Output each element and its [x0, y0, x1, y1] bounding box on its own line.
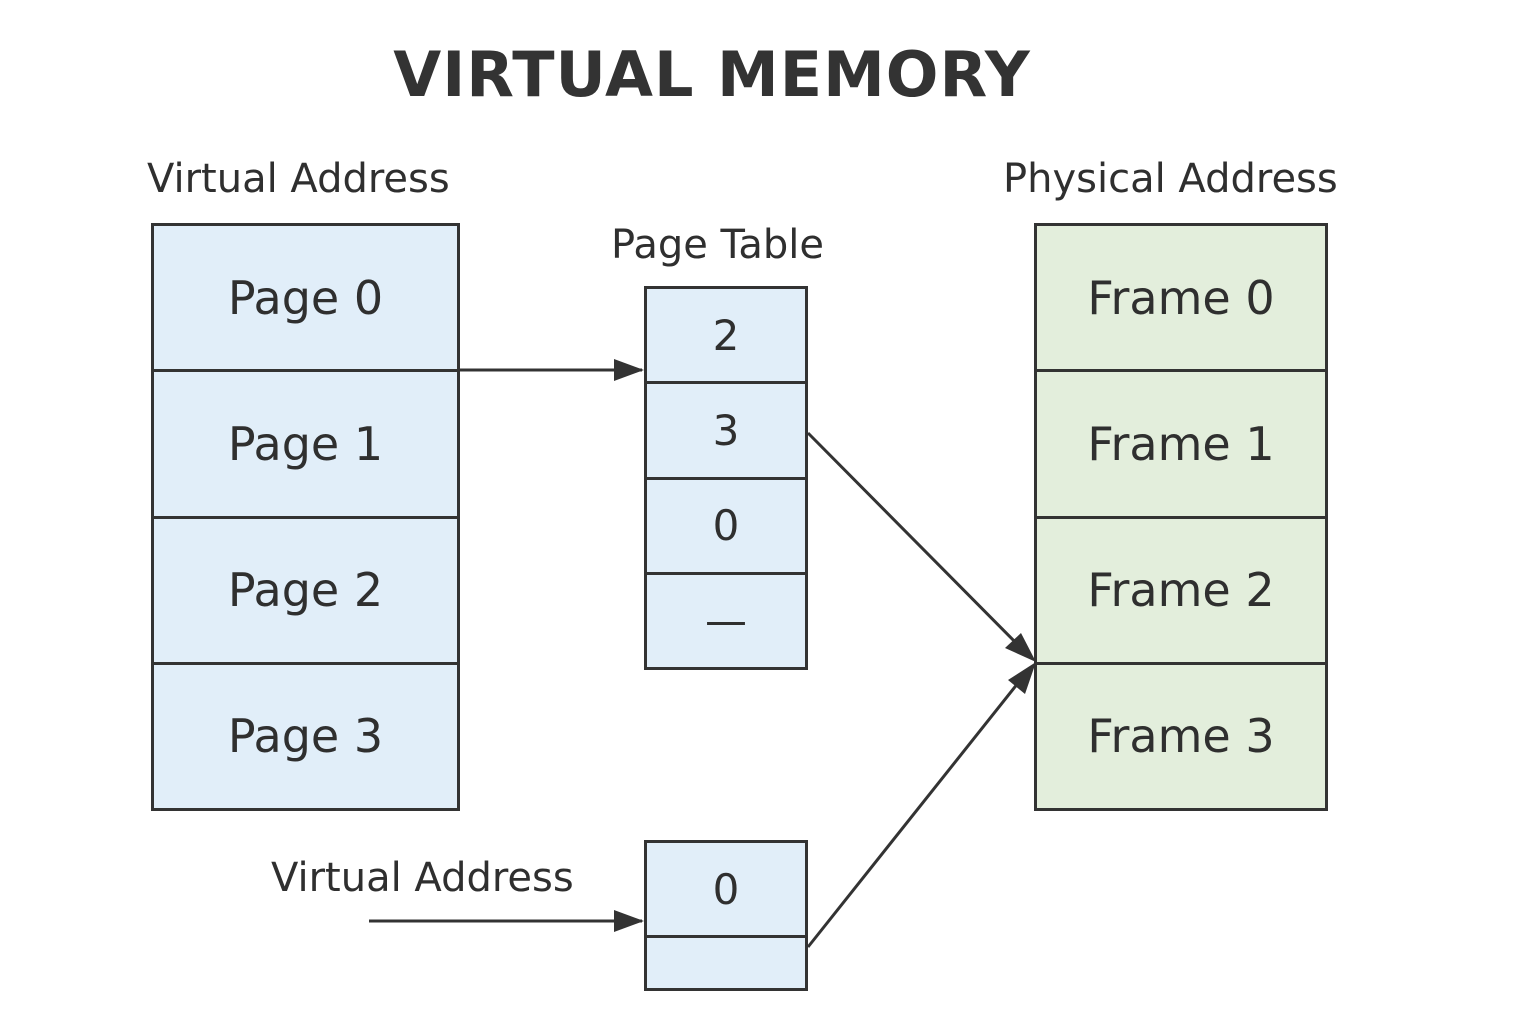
page-table: 2 3 0 —	[644, 286, 808, 670]
arrowhead-frame3-bottom	[1008, 662, 1036, 694]
page-table-entry: 3	[647, 381, 805, 477]
page-table-entry: 0	[647, 476, 805, 572]
diagram-title: VIRTUAL MEMORY	[393, 38, 1031, 111]
virtual-address-field: 0	[647, 843, 805, 935]
page-cell: Page 2	[154, 515, 457, 662]
virtual-address-label: Virtual Address	[147, 156, 450, 202]
page-table-label: Page Table	[611, 222, 824, 268]
page-cell: Page 0	[154, 226, 457, 370]
frame-cell: Frame 2	[1037, 515, 1325, 662]
physical-address-label: Physical Address	[1003, 156, 1338, 202]
virtual-address-box: 0	[644, 840, 808, 991]
virtual-memory-pages: Page 0 Page 1 Page 2 Page 3	[151, 223, 460, 811]
frame-cell: Frame 1	[1037, 369, 1325, 516]
arrowhead-page-table	[614, 359, 644, 381]
frame-cell: Frame 0	[1037, 226, 1325, 370]
arrow-box-to-frame3	[806, 667, 1032, 948]
arrowhead-frame3-top	[1005, 633, 1036, 662]
arrowhead-virtual-box	[614, 910, 644, 932]
arrow-table-to-frame3	[806, 431, 1032, 659]
page-cell: Page 1	[154, 369, 457, 516]
physical-memory-frames: Frame 0 Frame 1 Frame 2 Frame 3	[1034, 223, 1328, 811]
page-cell: Page 3	[154, 661, 457, 808]
frame-cell: Frame 3	[1037, 661, 1325, 808]
virtual-address-input-label: Virtual Address	[271, 855, 574, 901]
page-table-entry: —	[647, 571, 805, 667]
page-table-entry: 2	[647, 289, 805, 382]
virtual-address-field	[647, 935, 805, 988]
